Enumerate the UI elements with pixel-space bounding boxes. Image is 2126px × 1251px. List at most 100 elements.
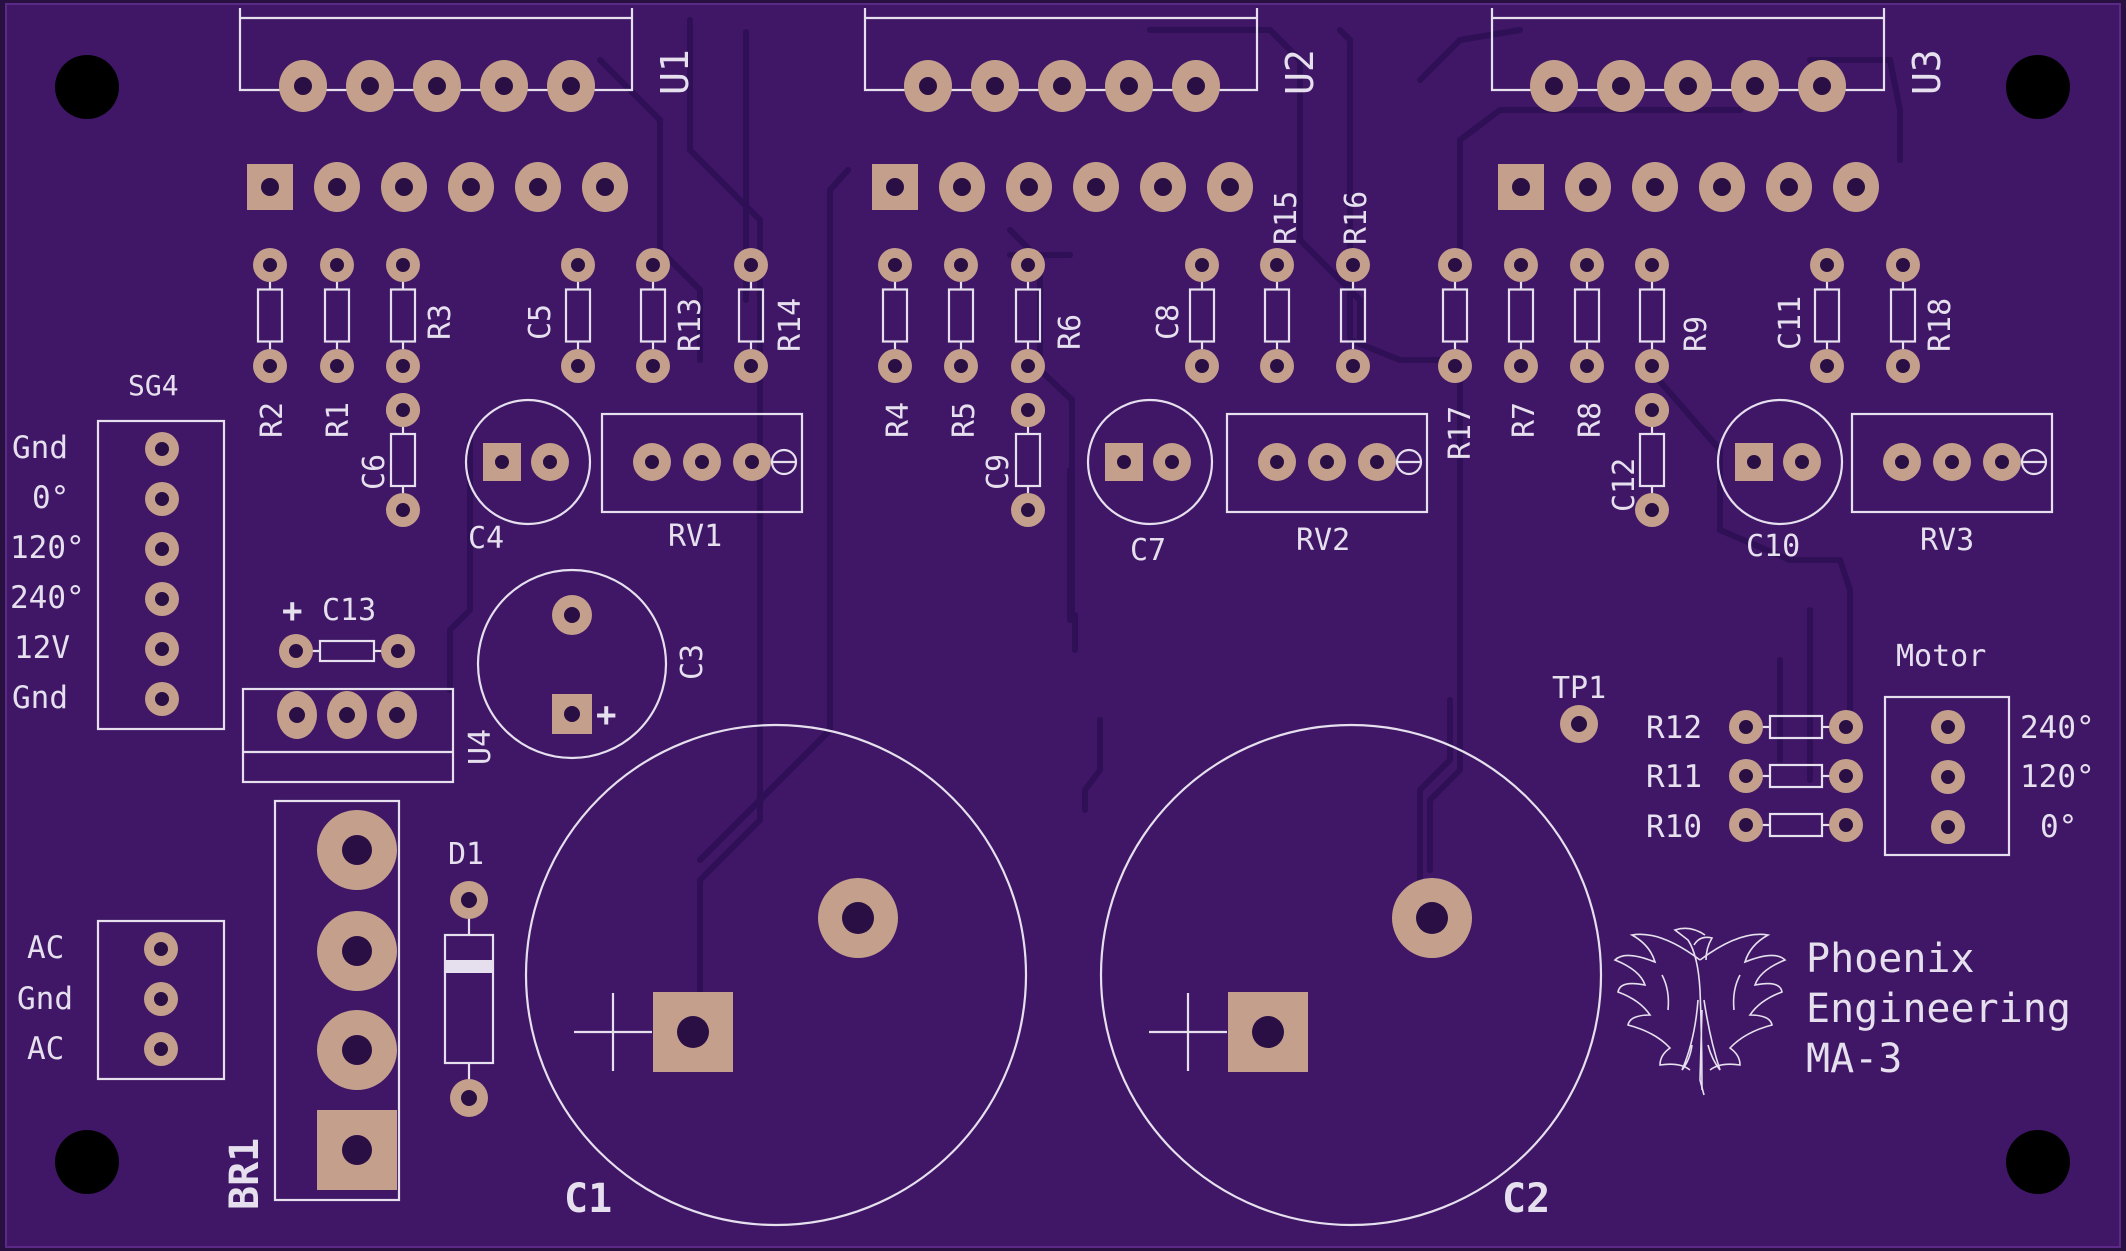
pad-hole (154, 992, 168, 1006)
c7-pad-hole (1117, 455, 1131, 469)
c6-label: C6 (357, 454, 392, 490)
header-pad-hole (596, 178, 614, 196)
r13-label: R13 (673, 298, 708, 352)
c1-outline (524, 723, 1028, 1227)
sg4-pin-5: Gnd (12, 680, 68, 716)
sg4-pin-0: Gnd (12, 430, 68, 466)
pad-hole (1346, 258, 1360, 272)
pad-hole (155, 592, 169, 606)
u4-outline (241, 687, 455, 784)
trimmer-outline (1225, 412, 1429, 514)
pad-hole (1941, 820, 1955, 834)
pad-hole (1580, 258, 1594, 272)
pad-hole (1021, 258, 1035, 272)
pad-hole (745, 455, 759, 469)
pad-hole (1580, 359, 1594, 373)
u2-label: U2 (1278, 49, 1322, 95)
r6-label: R6 (1053, 314, 1088, 350)
header-pad-hole (1087, 178, 1105, 196)
c10-label: C10 (1746, 529, 1800, 564)
motor-label: Motor (1896, 639, 1986, 674)
pad-hole (1739, 769, 1753, 783)
trace (447, 437, 473, 693)
pad-hole (1195, 359, 1209, 373)
sg4-pin-2: 120° (10, 530, 85, 566)
pad-hole (1270, 455, 1284, 469)
pad-hole (1270, 258, 1284, 272)
sg4-pin-4: 12V (14, 630, 70, 666)
br1-bridge-rectifier (273, 799, 401, 1202)
pad-hole (1021, 359, 1035, 373)
vertical-passives (253, 248, 1920, 527)
r4-label: R4 (881, 402, 916, 438)
u4-label: U4 (463, 729, 498, 765)
u-pad-hole (1679, 77, 1697, 95)
pad-hole (155, 492, 169, 506)
pad-hole (1941, 720, 1955, 734)
pad-hole (1896, 258, 1910, 272)
c3-label: C3 (675, 644, 710, 680)
u-pad-hole (562, 77, 580, 95)
pad-hole (1514, 258, 1528, 272)
br1-outline (273, 799, 401, 1202)
pad-hole (330, 359, 344, 373)
pad-hole (744, 258, 758, 272)
pad-hole (396, 359, 410, 373)
pad-hole (1995, 455, 2009, 469)
c13-label: C13 (322, 593, 376, 628)
c1-label: C1 (564, 1176, 612, 1222)
header-pad-hole (1579, 178, 1597, 196)
c10-outline (1716, 398, 1844, 526)
mounting-hole (2006, 1130, 2070, 1194)
header-pad-hole (1512, 178, 1530, 196)
ac-pin-2: AC (27, 1031, 64, 1067)
c4-outline (464, 398, 592, 526)
u-pad-hole (1612, 77, 1630, 95)
trace (1807, 57, 1903, 163)
pad-hole (1896, 359, 1910, 373)
tp1-label: TP1 (1552, 671, 1606, 706)
trace (1417, 697, 1453, 943)
u-pad-hole (919, 77, 937, 95)
c8-label: C8 (1151, 304, 1186, 340)
sg4-label: SG4 (128, 369, 179, 402)
trace (1417, 27, 1523, 83)
u-pad-hole (361, 77, 379, 95)
sg4-connector (96, 419, 226, 731)
rv3-label: RV3 (1920, 523, 1974, 558)
sg4-pin-3: 240° (10, 580, 85, 616)
pad-hole (1820, 258, 1834, 272)
pad-hole (155, 542, 169, 556)
ac-pin-0: AC (27, 930, 64, 966)
pad-hole (155, 692, 169, 706)
ac-pads (144, 932, 178, 1066)
motor-pin-1: 120° (2020, 759, 2095, 795)
pad-hole (1941, 770, 1955, 784)
u4-regulator (241, 687, 455, 784)
u-pad-hole (495, 77, 513, 95)
ac-connector-outline (96, 919, 226, 1081)
pad-hole (1739, 720, 1753, 734)
logo-line-2: Engineering (1806, 986, 2071, 1032)
header-pad-hole (1020, 178, 1038, 196)
header-pad-hole (1780, 178, 1798, 196)
tp1-test-point (1560, 705, 1598, 743)
pad-hole (1448, 258, 1462, 272)
d1-diode (443, 881, 495, 1117)
motor-connector (1883, 695, 2011, 857)
header-pad-hole (1713, 178, 1731, 196)
header-pad-hole (529, 178, 547, 196)
r2-label: R2 (255, 402, 290, 438)
u1-label: U1 (653, 49, 697, 95)
header-pad-hole (261, 178, 279, 196)
pad-hole (330, 258, 344, 272)
r14-label: R14 (773, 298, 808, 352)
pad-hole (1270, 359, 1284, 373)
pad-hole (154, 942, 168, 956)
c4-label: C4 (468, 521, 504, 556)
pad-hole (954, 258, 968, 272)
six-pin-headers (247, 162, 1879, 212)
trace (687, 17, 763, 1031)
pad-hole (1645, 359, 1659, 373)
